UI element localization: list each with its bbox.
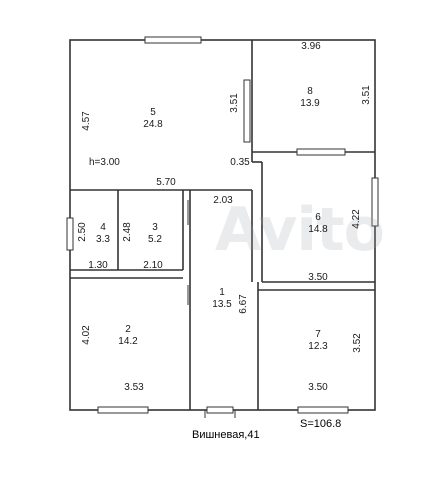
dim-room6-bottom: 3.50 [308, 272, 328, 283]
window [297, 406, 349, 414]
dim-room7-bottom: 3.50 [308, 382, 328, 393]
dim-room2-left: 4.02 [81, 325, 92, 345]
address: Вишневая,41 [192, 429, 260, 441]
watermark: Avito [215, 195, 385, 265]
dim-room8-top: 3.96 [301, 41, 321, 52]
dim-room5-room8-wall: 3.51 [229, 93, 240, 113]
dim-room5-left: 4.57 [81, 111, 92, 131]
dim-room6-left-top: 2.03 [213, 195, 233, 206]
total-area: S=106.8 [300, 418, 342, 430]
ceiling-height: h=3.00 [89, 157, 120, 168]
window [97, 406, 149, 414]
dim-room3-height: 2.48 [122, 222, 133, 242]
window [144, 36, 202, 44]
dim-room8-right: 3.51 [361, 85, 372, 105]
entrance-door [206, 406, 234, 414]
dim-room6-right: 4.22 [351, 209, 362, 229]
window [66, 217, 74, 251]
dim-room1-height: 6.67 [238, 294, 249, 314]
window [371, 177, 379, 227]
dim-room2-bottom: 3.53 [124, 382, 144, 393]
door-opening [243, 79, 251, 143]
dim-room5-bottom: 5.70 [156, 177, 176, 188]
dim-room4-height: 2.50 [77, 222, 88, 242]
window [296, 148, 346, 156]
dim-room7-right: 3.52 [352, 333, 363, 353]
dim-room5-offset: 0.35 [230, 157, 250, 168]
dim-room4-width: 1.30 [88, 260, 108, 271]
dim-room3-width: 2.10 [143, 260, 163, 271]
